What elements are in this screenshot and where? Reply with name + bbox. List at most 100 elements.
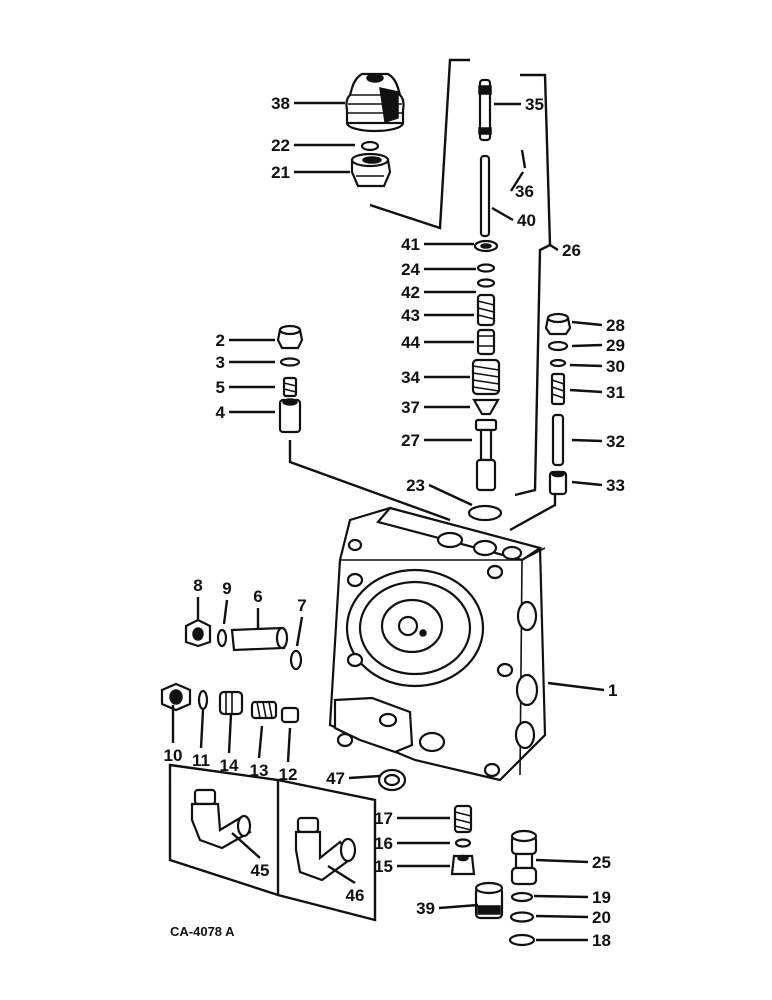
callout-number: 39 — [416, 899, 435, 918]
callout-number: 35 — [525, 95, 544, 114]
callout-17: 17 — [374, 809, 450, 828]
callout-1: 1 — [547, 681, 617, 700]
callout-20: 20 — [535, 908, 611, 927]
callout-number: 40 — [517, 211, 536, 230]
callout-39: 39 — [416, 899, 479, 918]
leader-line — [571, 343, 603, 348]
valve-housing-1 — [328, 506, 547, 782]
sleeve-4 — [278, 398, 302, 434]
callout-30: 30 — [569, 357, 625, 376]
callout-37: 37 — [401, 398, 470, 417]
callout-number: 27 — [401, 431, 420, 450]
assembly-brackets — [288, 58, 557, 532]
callout-26: 26 — [549, 241, 581, 260]
callout-number: 4 — [216, 403, 226, 422]
callout-number: 22 — [271, 136, 290, 155]
callout-23: 23 — [406, 476, 473, 507]
callout-number: 42 — [401, 283, 420, 302]
o-ring-9 — [216, 628, 228, 648]
callout-number: 23 — [406, 476, 425, 495]
callout-44: 44 — [401, 333, 474, 352]
fitting-box — [168, 763, 377, 922]
plug-10 — [160, 682, 192, 712]
callout-2: 2 — [216, 331, 275, 350]
spring-34 — [471, 358, 501, 396]
leader-line — [295, 616, 304, 647]
callout-13: 13 — [250, 725, 269, 780]
callout-42: 42 — [401, 283, 476, 302]
callout-number: 18 — [592, 931, 611, 950]
leader-line — [571, 438, 603, 443]
leader-line — [533, 894, 589, 899]
poppet-33 — [548, 470, 568, 496]
callout-number: 26 — [562, 241, 581, 260]
callout-number: 6 — [253, 587, 262, 606]
leader-line — [199, 709, 205, 749]
leader-line — [571, 480, 603, 487]
o-ring-20 — [509, 911, 535, 923]
callout-22: 22 — [271, 136, 355, 155]
pin-32 — [551, 413, 565, 467]
leader-line — [569, 363, 603, 368]
callout-number: 21 — [271, 163, 290, 182]
callout-number: 11 — [192, 751, 210, 770]
pin-36 — [520, 149, 527, 169]
callout-number: 3 — [216, 353, 225, 372]
callout-34: 34 — [401, 368, 470, 387]
callout-number: 32 — [606, 432, 625, 451]
callout-25: 25 — [535, 853, 611, 872]
callout-35: 35 — [494, 95, 544, 114]
callout-number: 33 — [606, 476, 625, 495]
callout-number: 13 — [250, 761, 269, 780]
plug-8 — [184, 618, 212, 648]
o-ring-11 — [197, 689, 209, 711]
callout-number: 36 — [515, 182, 534, 201]
leader-line — [227, 713, 233, 754]
callout-number: 45 — [251, 861, 270, 880]
callout-7: 7 — [295, 596, 307, 647]
washer-30 — [549, 358, 567, 368]
o-ring-23 — [467, 504, 503, 522]
callout-number: 31 — [606, 383, 625, 402]
o-ring-3 — [279, 357, 301, 367]
callout-43: 43 — [401, 306, 474, 325]
callout-24: 24 — [401, 260, 476, 279]
leader-line — [348, 774, 381, 780]
washer-42 — [476, 278, 496, 288]
callout-31: 31 — [569, 383, 625, 402]
poppet-15 — [450, 854, 476, 876]
callout-number: 43 — [401, 306, 420, 325]
leader-line — [286, 727, 292, 763]
callout-10: 10 — [164, 705, 182, 765]
callout-number: 19 — [592, 888, 611, 907]
leader-line — [571, 320, 603, 327]
callout-9: 9 — [222, 579, 232, 625]
callout-number: 44 — [401, 333, 420, 352]
o-ring-29 — [547, 340, 569, 352]
callout-number: 16 — [374, 834, 393, 853]
cap-38 — [345, 72, 405, 133]
callout-number: 20 — [592, 908, 611, 927]
callout-number: 1 — [608, 681, 617, 700]
callout-3: 3 — [216, 353, 275, 372]
leader-line — [509, 171, 525, 192]
o-ring-19 — [510, 891, 534, 903]
callout-21: 21 — [271, 163, 350, 182]
leader-line — [438, 903, 479, 910]
callout-40: 40 — [491, 206, 536, 230]
o-ring-16 — [454, 838, 472, 848]
leader-line — [222, 599, 229, 625]
leader-line — [549, 243, 559, 252]
callout-8: 8 — [193, 576, 203, 620]
callout-47: 47 — [326, 769, 381, 788]
callout-number: 38 — [271, 94, 290, 113]
callout-number: 12 — [279, 765, 298, 784]
callout-number: 37 — [401, 398, 420, 417]
callout-5: 5 — [216, 378, 275, 397]
callout-number: 14 — [220, 756, 239, 775]
leader-line — [547, 681, 605, 692]
callout-14: 14 — [220, 713, 239, 775]
callout-number: 15 — [374, 857, 393, 876]
elbow-fitting-46 — [294, 816, 357, 882]
